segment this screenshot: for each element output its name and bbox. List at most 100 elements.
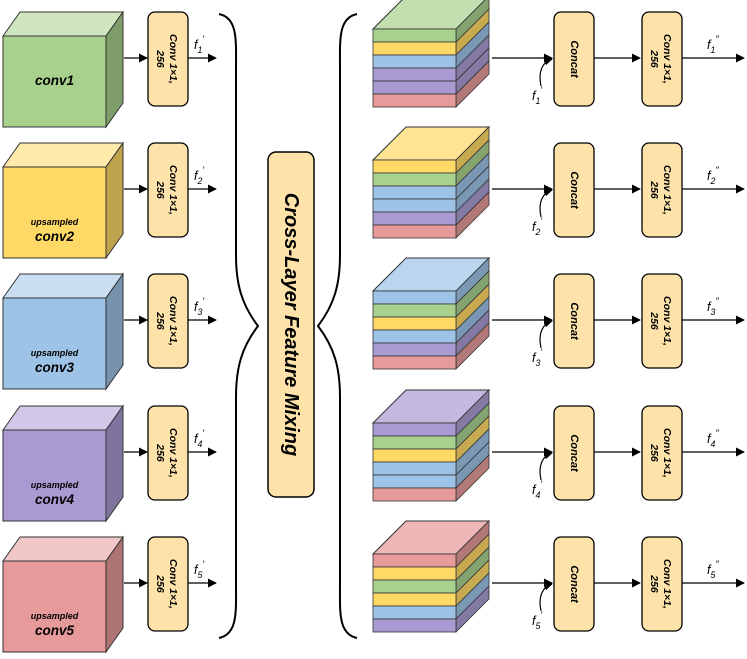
conv-1x1-box-right-label-line2: 256 <box>648 311 660 330</box>
feature-label-right-mark: ′ <box>540 610 543 620</box>
feature-label-right-mark: ′ <box>540 479 543 489</box>
slab-layer-yellow <box>372 159 457 174</box>
output-feature-label-subscript: 3 <box>710 307 715 317</box>
conv-1x1-box-left-label-line2: 256 <box>154 311 166 330</box>
conv-1x1-box-right: Conv 1×1,256 <box>641 11 683 107</box>
conv-1x1-box-right-rect <box>641 273 683 369</box>
concat-label: Concat <box>568 40 580 79</box>
stacked-feature-slab <box>371 389 491 502</box>
slab-layer-blue <box>372 54 457 69</box>
feature-label-right: f3′ <box>532 347 543 368</box>
cube-front-face <box>2 429 107 522</box>
output-feature-label-mark: ″ <box>715 559 719 569</box>
conv-1x1-box-left-label: Conv 1×1,256 <box>154 34 179 84</box>
output-feature-label-mark: ″ <box>715 428 719 438</box>
concat-label: Concat <box>568 565 580 604</box>
slab-layer-yellow <box>372 592 457 607</box>
output-feature-label-base: f <box>707 432 712 446</box>
conv-1x1-box-right-rect <box>641 536 683 632</box>
feature-label-right-mark: ′ <box>540 216 543 226</box>
conv-1x1-box-right-label-line1: Conv 1×1, <box>661 428 673 478</box>
cube-name-label: conv3 <box>35 360 75 375</box>
cube-upsampled-label: upsampled <box>31 480 79 490</box>
cross-layer-feature-mixing-label: Cross-Layer Feature Mixing <box>280 193 302 456</box>
arrow-feature-into-concat <box>539 188 553 218</box>
cube-name-label: conv5 <box>35 623 75 638</box>
feature-label-left: f4′ <box>194 428 205 449</box>
conv-1x1-box-left-label: Conv 1×1,256 <box>154 428 179 478</box>
conv-1x1-box-right: Conv 1×1,256 <box>641 142 683 238</box>
output-feature-label-mark: ″ <box>715 165 719 175</box>
slab-layer-purple <box>372 67 457 82</box>
conv-1x1-box-left-rect <box>147 405 189 501</box>
feature-label-right-base: f <box>532 614 537 628</box>
slab-layer-red <box>372 355 457 370</box>
conv-1x1-box-right: Conv 1×1,256 <box>641 536 683 632</box>
conv-1x1-box-left-label-line2: 256 <box>154 574 166 593</box>
slab-layer-blue <box>372 198 457 213</box>
conv-1x1-box-right-label: Conv 1×1,256 <box>648 296 673 346</box>
output-feature-label: f1″ <box>707 34 719 55</box>
feature-label-right: f4′ <box>532 479 543 500</box>
stacked-feature-slab <box>371 126 491 239</box>
conv-1x1-box-left-rect <box>147 142 189 238</box>
feature-label-left-base: f <box>194 432 199 446</box>
concat-box: Concat <box>553 405 595 501</box>
input-cube-conv3: upsampled conv3 <box>2 272 124 391</box>
feature-label-right-base: f <box>532 351 537 365</box>
cube-name-label: conv2 <box>35 229 75 244</box>
output-feature-label: f2″ <box>707 165 719 186</box>
cube-upsampled-label: upsampled <box>31 348 79 358</box>
cube-upsampled-label: upsampled <box>31 611 79 621</box>
conv-1x1-box-left-label-line2: 256 <box>154 180 166 199</box>
slab-layer-red <box>372 93 457 108</box>
cube-top-face <box>2 11 124 37</box>
input-cube-conv5: upsampled conv5 <box>2 535 124 654</box>
concat-box-rect <box>553 405 595 501</box>
conv-1x1-box-left-label-line2: 256 <box>154 443 166 462</box>
output-feature-label-subscript: 5 <box>710 570 715 580</box>
concat-box-rect <box>553 536 595 632</box>
slab-layer-purple <box>372 342 457 357</box>
cross-layer-feature-mixing-box: Cross-Layer Feature Mixing <box>267 151 315 498</box>
stacked-feature-slab <box>371 0 490 108</box>
feature-label-right-subscript: 4 <box>535 490 540 500</box>
concat-box-rect <box>553 11 595 107</box>
conv-1x1-box-left-label: Conv 1×1,256 <box>154 296 179 346</box>
conv-1x1-box-right-label-line2: 256 <box>648 49 660 68</box>
slab-layer-green <box>372 303 457 318</box>
feature-label-left-subscript: 4 <box>197 439 202 449</box>
feature-label-left: f5′ <box>194 559 205 580</box>
stacked-feature-slab <box>371 520 491 633</box>
concat-box: Concat <box>553 11 595 107</box>
feature-label-left: f3′ <box>194 296 205 317</box>
slab-layer-blue <box>372 605 457 620</box>
feature-label-left-mark: ′ <box>202 428 205 438</box>
cube-top-face <box>2 536 124 562</box>
conv-1x1-box-left: Conv 1×1,256 <box>147 11 189 107</box>
conv-1x1-box-left-label-line2: 256 <box>154 49 166 68</box>
slab-layer-green <box>372 579 457 594</box>
output-feature-label-base: f <box>707 169 712 183</box>
feature-label-right: f5′ <box>532 610 543 631</box>
conv-1x1-box-right-label-line1: Conv 1×1, <box>661 559 673 609</box>
input-cube-conv1: conv1 <box>2 10 124 129</box>
conv-1x1-box-left: Conv 1×1,256 <box>147 273 189 369</box>
slab-layer-purple <box>372 618 457 633</box>
feature-label-left-mark: ′ <box>202 559 205 569</box>
concat-box: Concat <box>553 142 595 238</box>
concat-label: Concat <box>568 434 580 473</box>
output-feature-label-subscript: 2 <box>709 176 715 186</box>
conv-1x1-box-left-rect <box>147 11 189 107</box>
output-feature-label-subscript: 4 <box>710 439 715 449</box>
feature-label-right: f2′ <box>532 216 543 237</box>
arrow-feature-into-concat <box>539 57 553 87</box>
output-feature-label: f4″ <box>707 428 719 449</box>
